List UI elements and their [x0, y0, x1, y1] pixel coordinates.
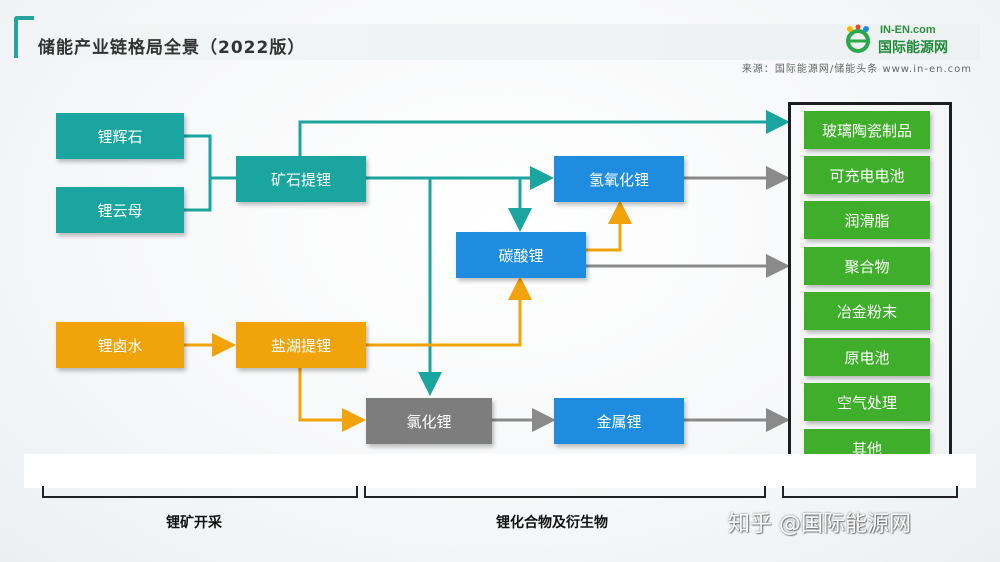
- app-grease: 润滑脂: [804, 201, 930, 239]
- app-glass-ceramics: 玻璃陶瓷制品: [804, 111, 930, 149]
- source-note: 来源：国际能源网/储能头条 www.in-en.com: [741, 64, 972, 75]
- bottom-band: [24, 454, 976, 488]
- label-mining: 锂矿开采: [166, 515, 222, 531]
- arrow-salt-lake-to-chloride: [298, 368, 366, 432]
- logo-text-en: IN-EN.com: [880, 24, 936, 36]
- app-polymers: 聚合物: [804, 247, 930, 285]
- logo-text-cn: 国际能源网: [878, 40, 948, 56]
- page-title: 储能产业链格局全景（2022版）: [38, 38, 306, 58]
- app-metallurgical-powder: 冶金粉末: [804, 292, 930, 330]
- title-bracket-decoration: [14, 16, 34, 58]
- bracket-applications: [782, 486, 958, 498]
- node-lithium-carbonate: 碳酸锂: [456, 232, 586, 278]
- node-lithium-hydroxide: 氢氧化锂: [554, 156, 684, 202]
- app-primary-batteries: 原电池: [804, 338, 930, 376]
- app-rechargeable-batteries: 可充电电池: [804, 156, 930, 194]
- bracket-compounds: [364, 486, 766, 498]
- logo-ring-icon: [846, 24, 870, 53]
- app-air-treatment: 空气处理: [804, 383, 930, 421]
- watermark: 知乎 @国际能源网: [728, 512, 911, 537]
- node-ore-extraction: 矿石提锂: [236, 156, 366, 202]
- node-lepidolite: 锂云母: [56, 187, 184, 233]
- arrow-ore-to-glass: [298, 110, 790, 158]
- brand-logo: IN-EN.com 国际能源网: [842, 22, 982, 58]
- arrow-lepidolite-to-ore: [184, 178, 212, 212]
- node-spodumene: 锂辉石: [56, 113, 184, 159]
- node-salt-lake-extraction: 盐湖提锂: [236, 322, 366, 368]
- arrow-carbonate-to-hydroxide: [586, 200, 632, 252]
- arrow-salt-lake-to-carbonate: [366, 276, 532, 347]
- label-compounds: 锂化合物及衍生物: [496, 515, 608, 531]
- node-lithium-metal: 金属锂: [554, 398, 684, 444]
- arrow-spodumene-to-ore: [184, 134, 236, 180]
- node-lithium-chloride: 氯化锂: [366, 398, 492, 444]
- bracket-mining: [42, 486, 358, 498]
- node-brine: 锂卤水: [56, 322, 184, 368]
- header-bar: [20, 24, 980, 60]
